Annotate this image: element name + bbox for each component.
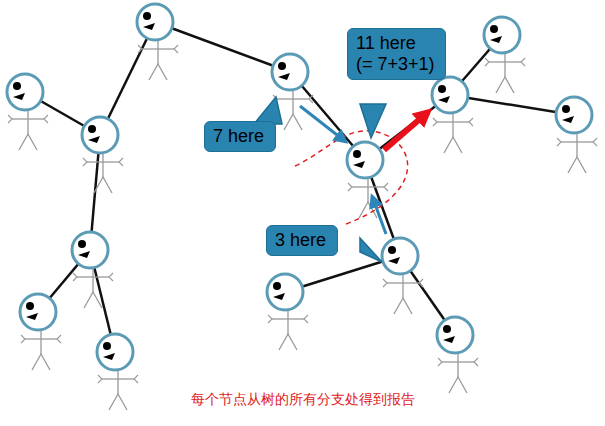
callout-text: 7 here (213, 126, 267, 147)
person (382, 238, 423, 314)
person (97, 334, 138, 410)
callout-text: 11 here (= 7+3+1) (356, 33, 437, 75)
tree-lines (25, 22, 574, 352)
person (72, 232, 113, 308)
person (556, 97, 597, 173)
report-arrow (372, 196, 386, 234)
person (137, 4, 178, 80)
caption: 每个节点从树的所有分支处得到报告 (0, 391, 605, 409)
callout-bubble: 7 here (204, 121, 276, 152)
forward-arrow (384, 112, 428, 150)
callout-bubble: 11 here (= 7+3+1) (347, 28, 446, 80)
person (267, 274, 308, 350)
callout-tail (254, 97, 282, 124)
tree-link (155, 22, 290, 72)
person (347, 142, 388, 218)
person (484, 17, 525, 93)
person (7, 74, 48, 150)
people (7, 4, 597, 410)
person (82, 117, 123, 193)
person (437, 317, 478, 393)
callout-tail (360, 104, 386, 138)
person (432, 77, 473, 153)
callout-bubble: 3 here (266, 225, 338, 256)
report-arrow (300, 106, 346, 142)
callout-tail (360, 238, 382, 262)
callout-text: 3 here (275, 230, 329, 251)
person (20, 294, 61, 370)
